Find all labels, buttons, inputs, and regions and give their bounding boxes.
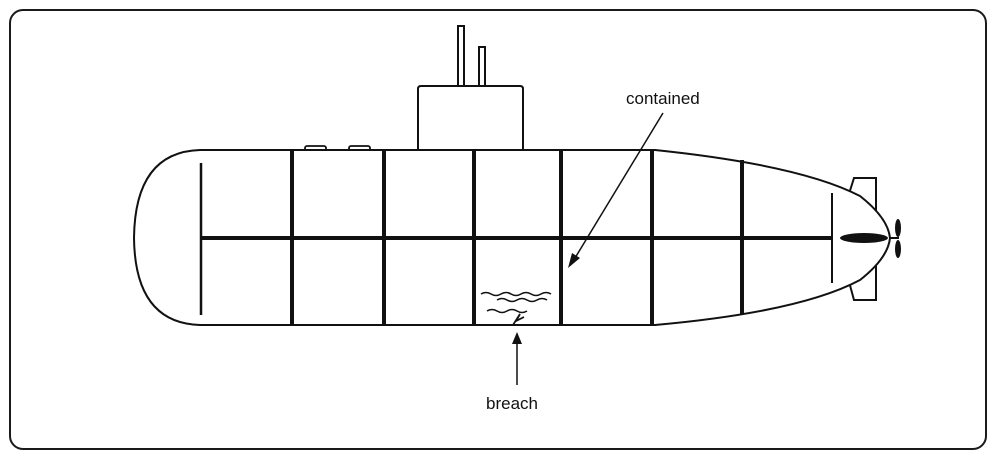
bulkheads [199,150,833,325]
breach-arrow-head [512,332,522,344]
propeller-shaft [840,233,888,243]
breach-label: breach [486,394,538,413]
contained-arrow-head [568,253,580,268]
periscope-short [478,46,486,87]
periscope-tall [457,25,465,87]
propeller [890,219,901,258]
conning-tower [417,85,524,150]
contained-arrow-line [574,112,664,259]
flood-water [480,291,552,314]
contained-label: contained [626,89,700,108]
hull-crack [512,313,525,326]
